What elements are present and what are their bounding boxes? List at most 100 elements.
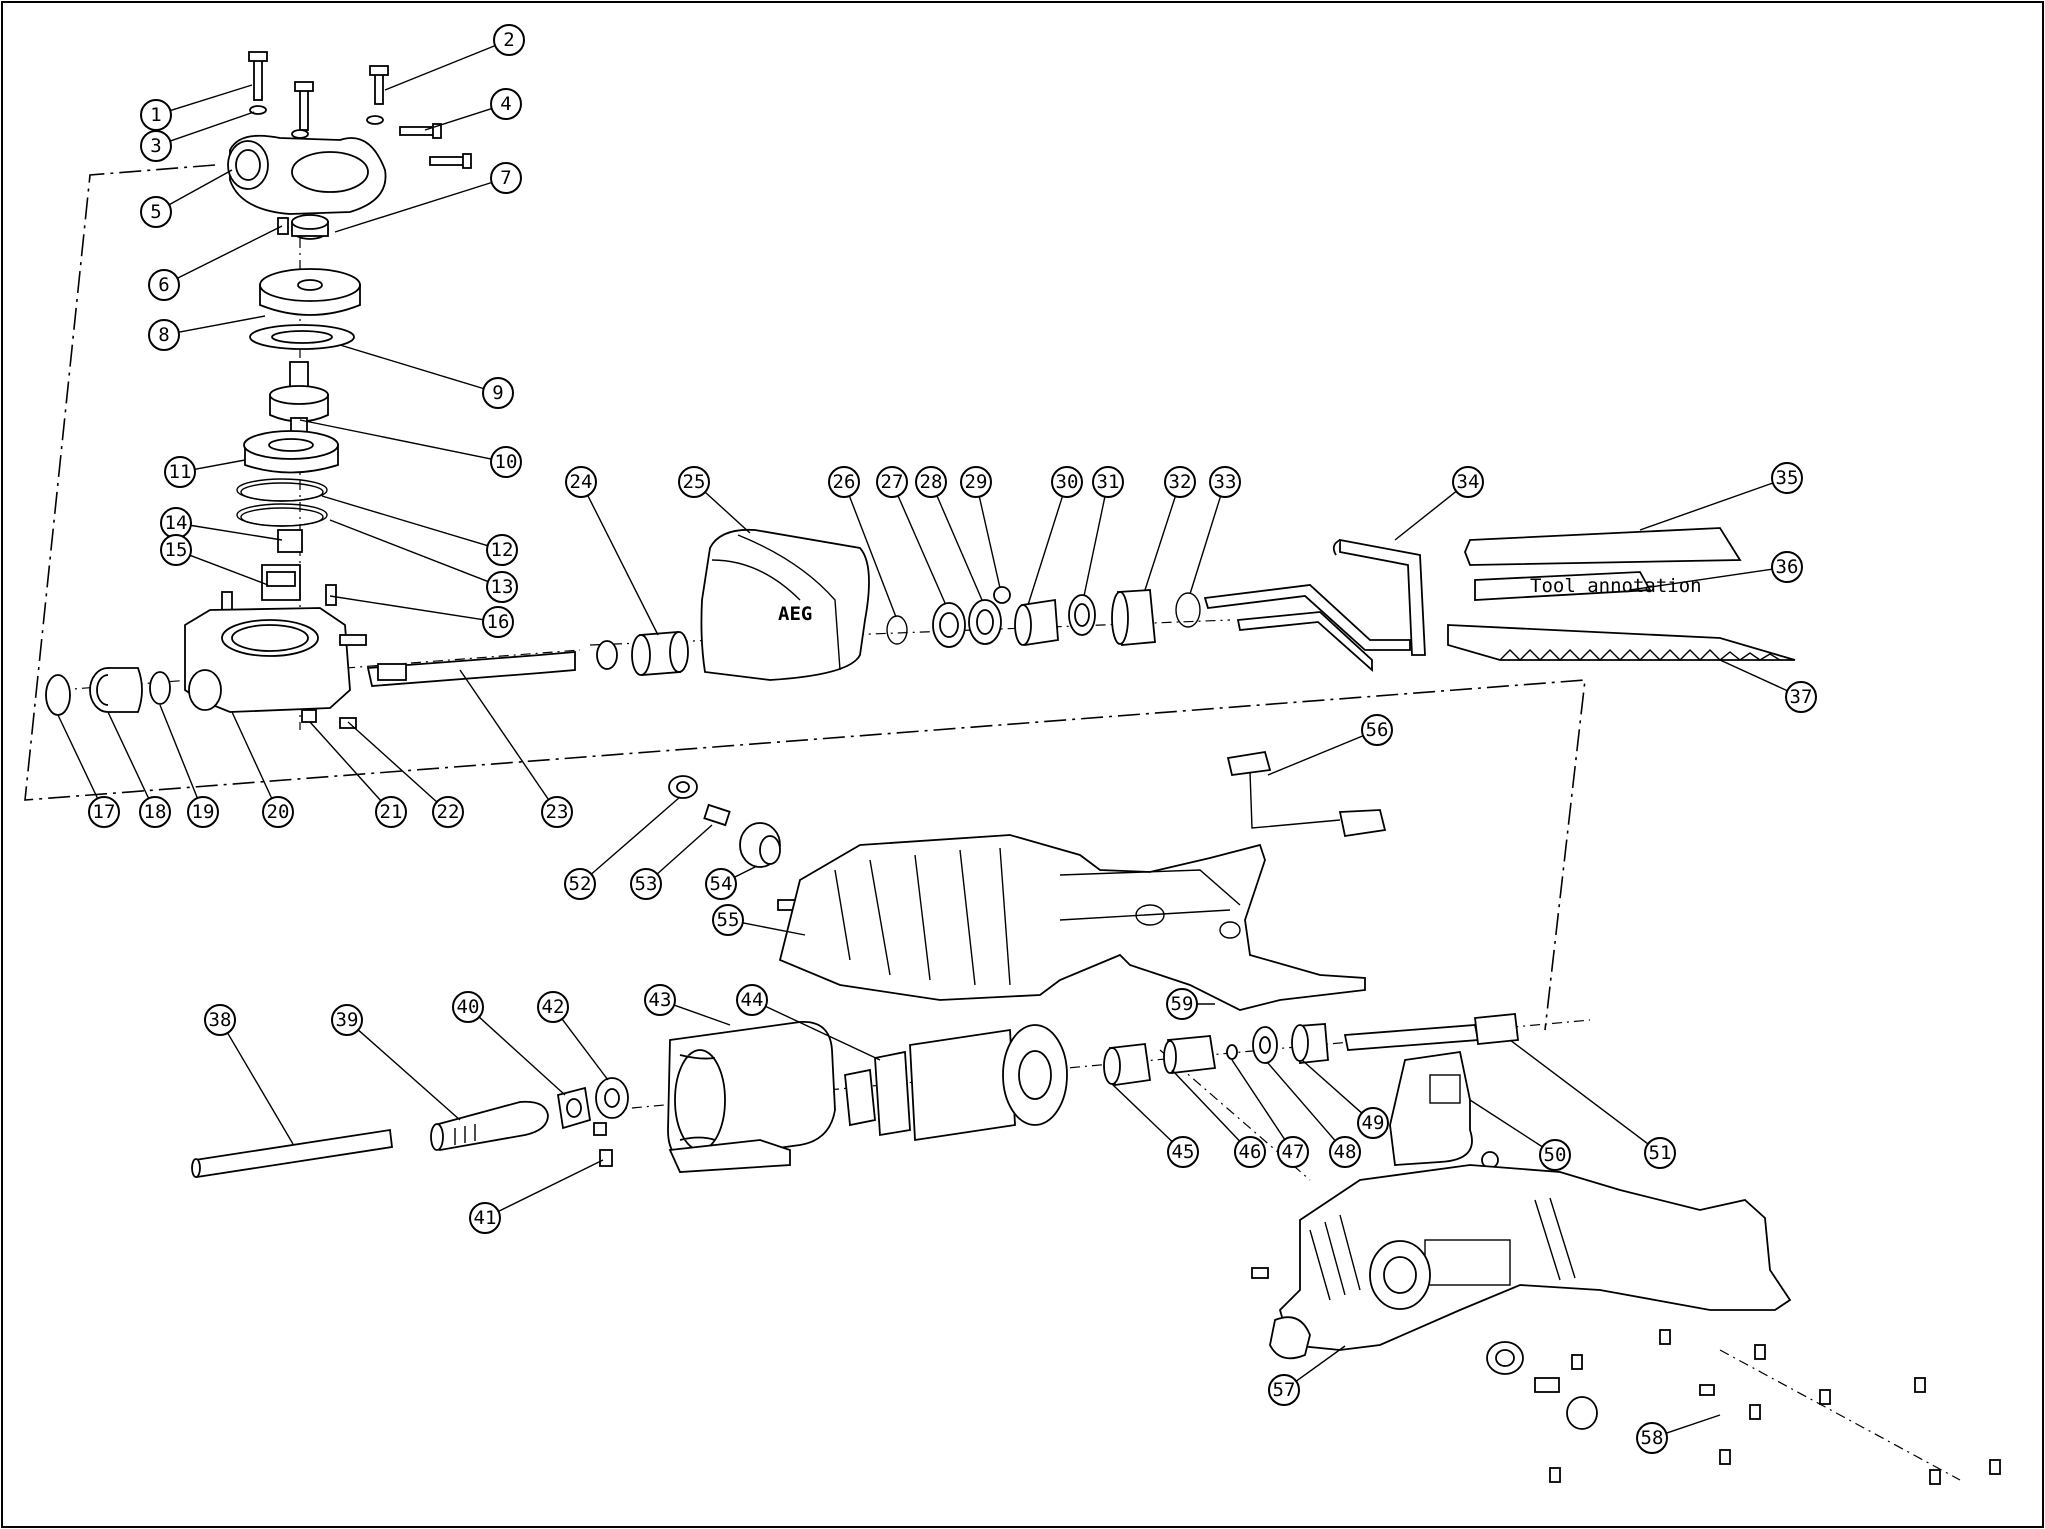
callout-circle [331,1004,363,1036]
callout-number: 27 [881,471,904,493]
callout-number: 20 [267,801,290,823]
callout-12: 12 [321,495,518,566]
callout-leader [1469,1099,1543,1148]
callout-leader [178,315,266,333]
callout-circle [1452,466,1484,498]
callout-number: 17 [93,801,116,823]
callout-number: 24 [570,471,593,493]
callout-circle [375,796,407,828]
callout-42: 42 [537,991,609,1081]
callout-circle [1771,462,1803,494]
callout-leader [329,595,484,621]
callout-leader [561,1018,609,1081]
callout-number: 18 [144,801,167,823]
callout-58: 58 [1636,1414,1721,1454]
callout-leader [329,519,489,583]
callout-circle [482,606,514,638]
callout-50: 50 [1469,1099,1571,1171]
callout-circle [1636,1422,1668,1454]
callout-28: 28 [915,466,983,601]
callout-54: 54 [705,865,758,900]
callout-number: 4 [500,93,511,115]
callout-number: 23 [546,801,569,823]
callout-leader [1144,496,1177,591]
callout-circle [486,534,518,566]
callout-5: 5 [140,169,233,228]
callout-circle [828,466,860,498]
callout-number: 25 [683,471,706,493]
callout-41: 41 [469,1159,604,1234]
callout-number: 32 [1169,471,1192,493]
callout-43: 43 [644,984,731,1026]
callout-number: 52 [569,873,592,895]
callout-circle [1785,681,1817,713]
callout-number: 57 [1273,1379,1296,1401]
callout-circle [565,466,597,498]
callout-circle [1539,1139,1571,1171]
callout-leader [424,107,492,131]
callout-leader [357,1029,461,1121]
callout-3: 3 [140,111,255,162]
svg-text:Tool annotation: Tool annotation [1530,575,1702,597]
callout-number: 48 [1334,1141,1357,1163]
callout-leader [309,721,382,802]
callout-circle [1209,466,1241,498]
callout-leader [231,711,273,799]
callout-leader [169,111,255,142]
callout-leader [1665,1414,1721,1434]
callout-1: 1 [140,84,253,131]
callout-circle [915,466,947,498]
callout-39: 39 [331,1004,461,1121]
callout-15: 15 [160,534,269,586]
callout-number: 11 [169,461,192,483]
callout-leader [459,669,550,801]
callout-number: 30 [1056,471,1079,493]
callout-number: 34 [1457,471,1480,493]
callout-circle [482,377,514,409]
callout-37: 37 [1719,659,1817,713]
callout-number: 7 [500,167,511,189]
callout-49: 49 [1301,1059,1389,1139]
callout-number: 46 [1239,1141,1262,1163]
callout-number: 8 [158,324,169,346]
callout-leader [1295,1345,1346,1382]
callout-2: 2 [384,24,525,91]
callout-number: 6 [158,274,169,296]
callout-leader [1301,1059,1363,1114]
callout-number: 53 [635,873,658,895]
callout-29: 29 [960,466,1001,589]
callout-circle [88,796,120,828]
callout-circle [493,24,525,56]
callout-number: 15 [165,539,188,561]
callout-number: 31 [1097,471,1120,493]
callout-number: 19 [192,801,215,823]
callout-33: 33 [1189,466,1241,595]
callout-circle [1277,1136,1309,1168]
callout-leader [339,344,484,390]
callout-46: 46 [1171,1069,1266,1168]
callout-14: 14 [160,507,283,541]
callout-number: 10 [495,451,518,473]
callout-circle [876,466,908,498]
callout-4: 4 [424,88,522,131]
callout-number: 36 [1776,556,1799,578]
callout-leader [57,714,99,799]
callout-number: 39 [336,1009,359,1031]
callout-34: 34 [1394,466,1484,541]
callout-leader [587,495,659,636]
callout-circle [736,984,768,1016]
callout-circle [1164,466,1196,498]
callout-26: 26 [828,466,897,618]
callout-circle [1361,714,1393,746]
callout-number: 38 [209,1009,232,1031]
callout-number: 47 [1282,1141,1305,1163]
callout-circle [1051,466,1083,498]
callout-circle [630,868,662,900]
callout-leader [227,1032,294,1145]
callout-circle [160,534,192,566]
callout-leader [1394,490,1457,541]
callout-32: 32 [1144,466,1196,591]
callout-21: 21 [309,721,407,828]
callout-leader [848,495,897,618]
